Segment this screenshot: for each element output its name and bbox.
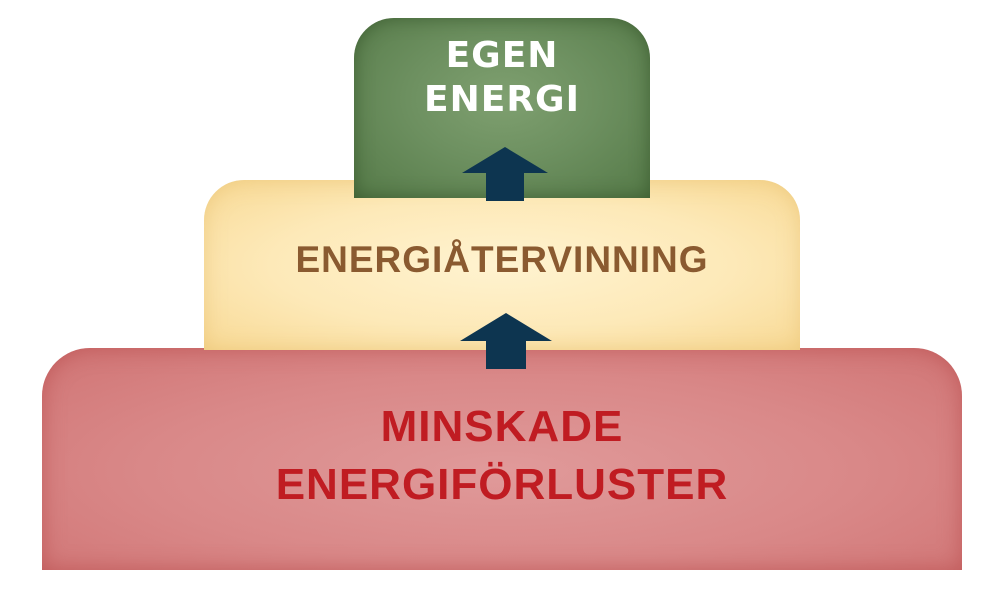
tier-bottom-label-line-2: ENERGIFÖRLUSTER [275, 460, 729, 509]
tier-top-label-line-2: ENERGI [424, 79, 580, 120]
tier-minskade-energiforluster: MINSKADE ENERGIFÖRLUSTER [42, 348, 962, 570]
tier-middle-label: ENERGIÅTERVINNING [295, 239, 709, 280]
tier-bottom-label-line-1: MINSKADE [380, 402, 624, 451]
tier-top-label-line-1: EGEN [445, 35, 559, 76]
tier-egen-energi: EGEN ENERGI [354, 18, 650, 198]
